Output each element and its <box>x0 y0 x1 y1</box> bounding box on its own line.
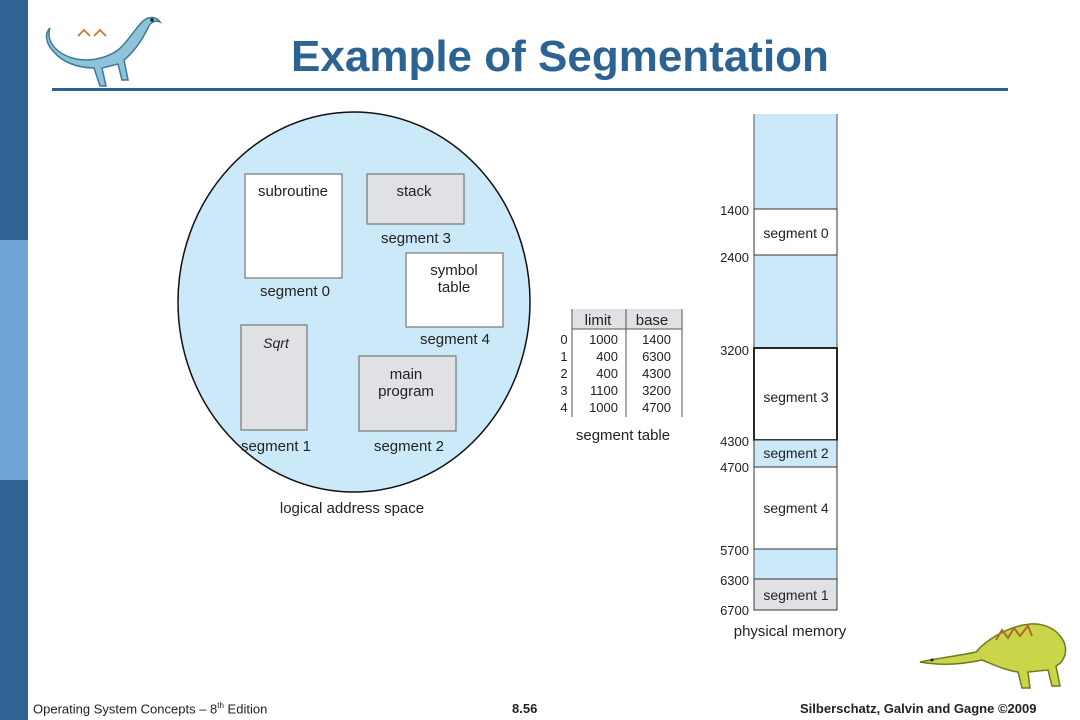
physical-segment-2 <box>753 439 838 468</box>
footer-book-title: Operating System Concepts – 8th Edition <box>33 701 267 716</box>
footer-copyright: Silberschatz, Galvin and Gagne ©2009 <box>800 701 1037 716</box>
table-row: 4 1000 4700 <box>560 400 671 415</box>
block-symbol-table-name-line2: table <box>438 279 471 296</box>
physical-segment-label: segment 3 <box>763 389 829 405</box>
block-subroutine-label: segment 0 <box>260 283 330 300</box>
block-subroutine-name: subroutine <box>258 183 328 200</box>
block-sqrt <box>240 324 308 431</box>
block-symbol-table <box>405 252 504 328</box>
table-row-base: 4300 <box>642 366 671 381</box>
physical-segment-1 <box>753 578 838 611</box>
table-header-limit: limit <box>585 312 612 329</box>
block-sqrt-label: segment 1 <box>241 438 311 455</box>
segment-table: limit base 0 1000 1400 1 400 6300 2 400 … <box>560 309 683 444</box>
footer-book-title-main: Operating System Concepts – 8 <box>33 701 218 717</box>
table-row-limit: 1000 <box>589 332 618 347</box>
table-header-base: base <box>636 312 669 329</box>
table-row-limit: 400 <box>596 349 618 364</box>
page-title: Example of Segmentation <box>291 32 829 81</box>
table-row: 3 1100 3200 <box>560 383 671 398</box>
block-sqrt-name: Sqrt <box>263 335 290 351</box>
table-row-base: 1400 <box>642 332 671 347</box>
block-symbol-table-label: segment 4 <box>420 331 490 348</box>
block-main-program <box>358 355 457 432</box>
physical-segment-3 <box>753 347 838 441</box>
table-row-index: 4 <box>560 400 567 415</box>
block-main-program-name-line2: program <box>378 383 434 400</box>
block-main-program-name-line1: main <box>390 366 423 383</box>
block-main-program-label: segment 2 <box>374 438 444 455</box>
table-row-index: 2 <box>560 366 567 381</box>
footer-edition-superscript: th <box>217 701 224 710</box>
dinosaur-footer-icon <box>919 623 1067 689</box>
table-row-index: 0 <box>560 332 567 347</box>
table-row-base: 3200 <box>642 383 671 398</box>
block-stack <box>366 173 465 225</box>
address-label: 6300 <box>720 573 749 588</box>
address-label: 4700 <box>720 460 749 475</box>
table-row-base: 6300 <box>642 349 671 364</box>
table-row-limit: 400 <box>596 366 618 381</box>
physical-caption: physical memory <box>734 623 847 640</box>
block-symbol-table-name-line1: symbol <box>430 262 478 279</box>
address-label: 3200 <box>720 343 749 358</box>
address-label: 4300 <box>720 434 749 449</box>
physical-segment-label: segment 4 <box>763 500 829 516</box>
address-label: 6700 <box>720 603 749 618</box>
table-row-limit: 1000 <box>589 400 618 415</box>
table-row-base: 4700 <box>642 400 671 415</box>
address-label: 1400 <box>720 203 749 218</box>
table-row: 1 400 6300 <box>560 349 671 364</box>
footer-book-title-suffix: Edition <box>223 701 268 717</box>
physical-segment-label: segment 1 <box>763 587 829 603</box>
table-row: 2 400 4300 <box>560 366 671 381</box>
segment-table-caption: segment table <box>576 427 670 444</box>
physical-segment-label: segment 0 <box>763 225 829 241</box>
physical-segment-4 <box>753 466 838 550</box>
block-stack-name: stack <box>396 183 432 200</box>
address-label: 2400 <box>720 250 749 265</box>
dinosaur-logo-icon <box>45 16 163 87</box>
logical-address-space: subroutine segment 0 stack segment 3 sym… <box>177 111 531 517</box>
table-row-index: 3 <box>560 383 567 398</box>
physical-segment-0 <box>753 208 838 256</box>
physical-memory: segment 0 segment 3 segment 2 segment 4 … <box>720 114 847 640</box>
title-rule <box>52 88 1008 91</box>
address-label: 5700 <box>720 543 749 558</box>
table-row-limit: 1100 <box>590 383 618 398</box>
logical-caption: logical address space <box>280 500 424 517</box>
table-row: 0 1000 1400 <box>560 332 671 347</box>
left-sidebar-accent <box>0 240 28 480</box>
block-stack-label: segment 3 <box>381 230 451 247</box>
footer-page-number: 8.56 <box>512 701 538 716</box>
block-subroutine <box>244 173 343 279</box>
table-row-index: 1 <box>560 349 567 364</box>
physical-segment-label: segment 2 <box>763 445 829 461</box>
